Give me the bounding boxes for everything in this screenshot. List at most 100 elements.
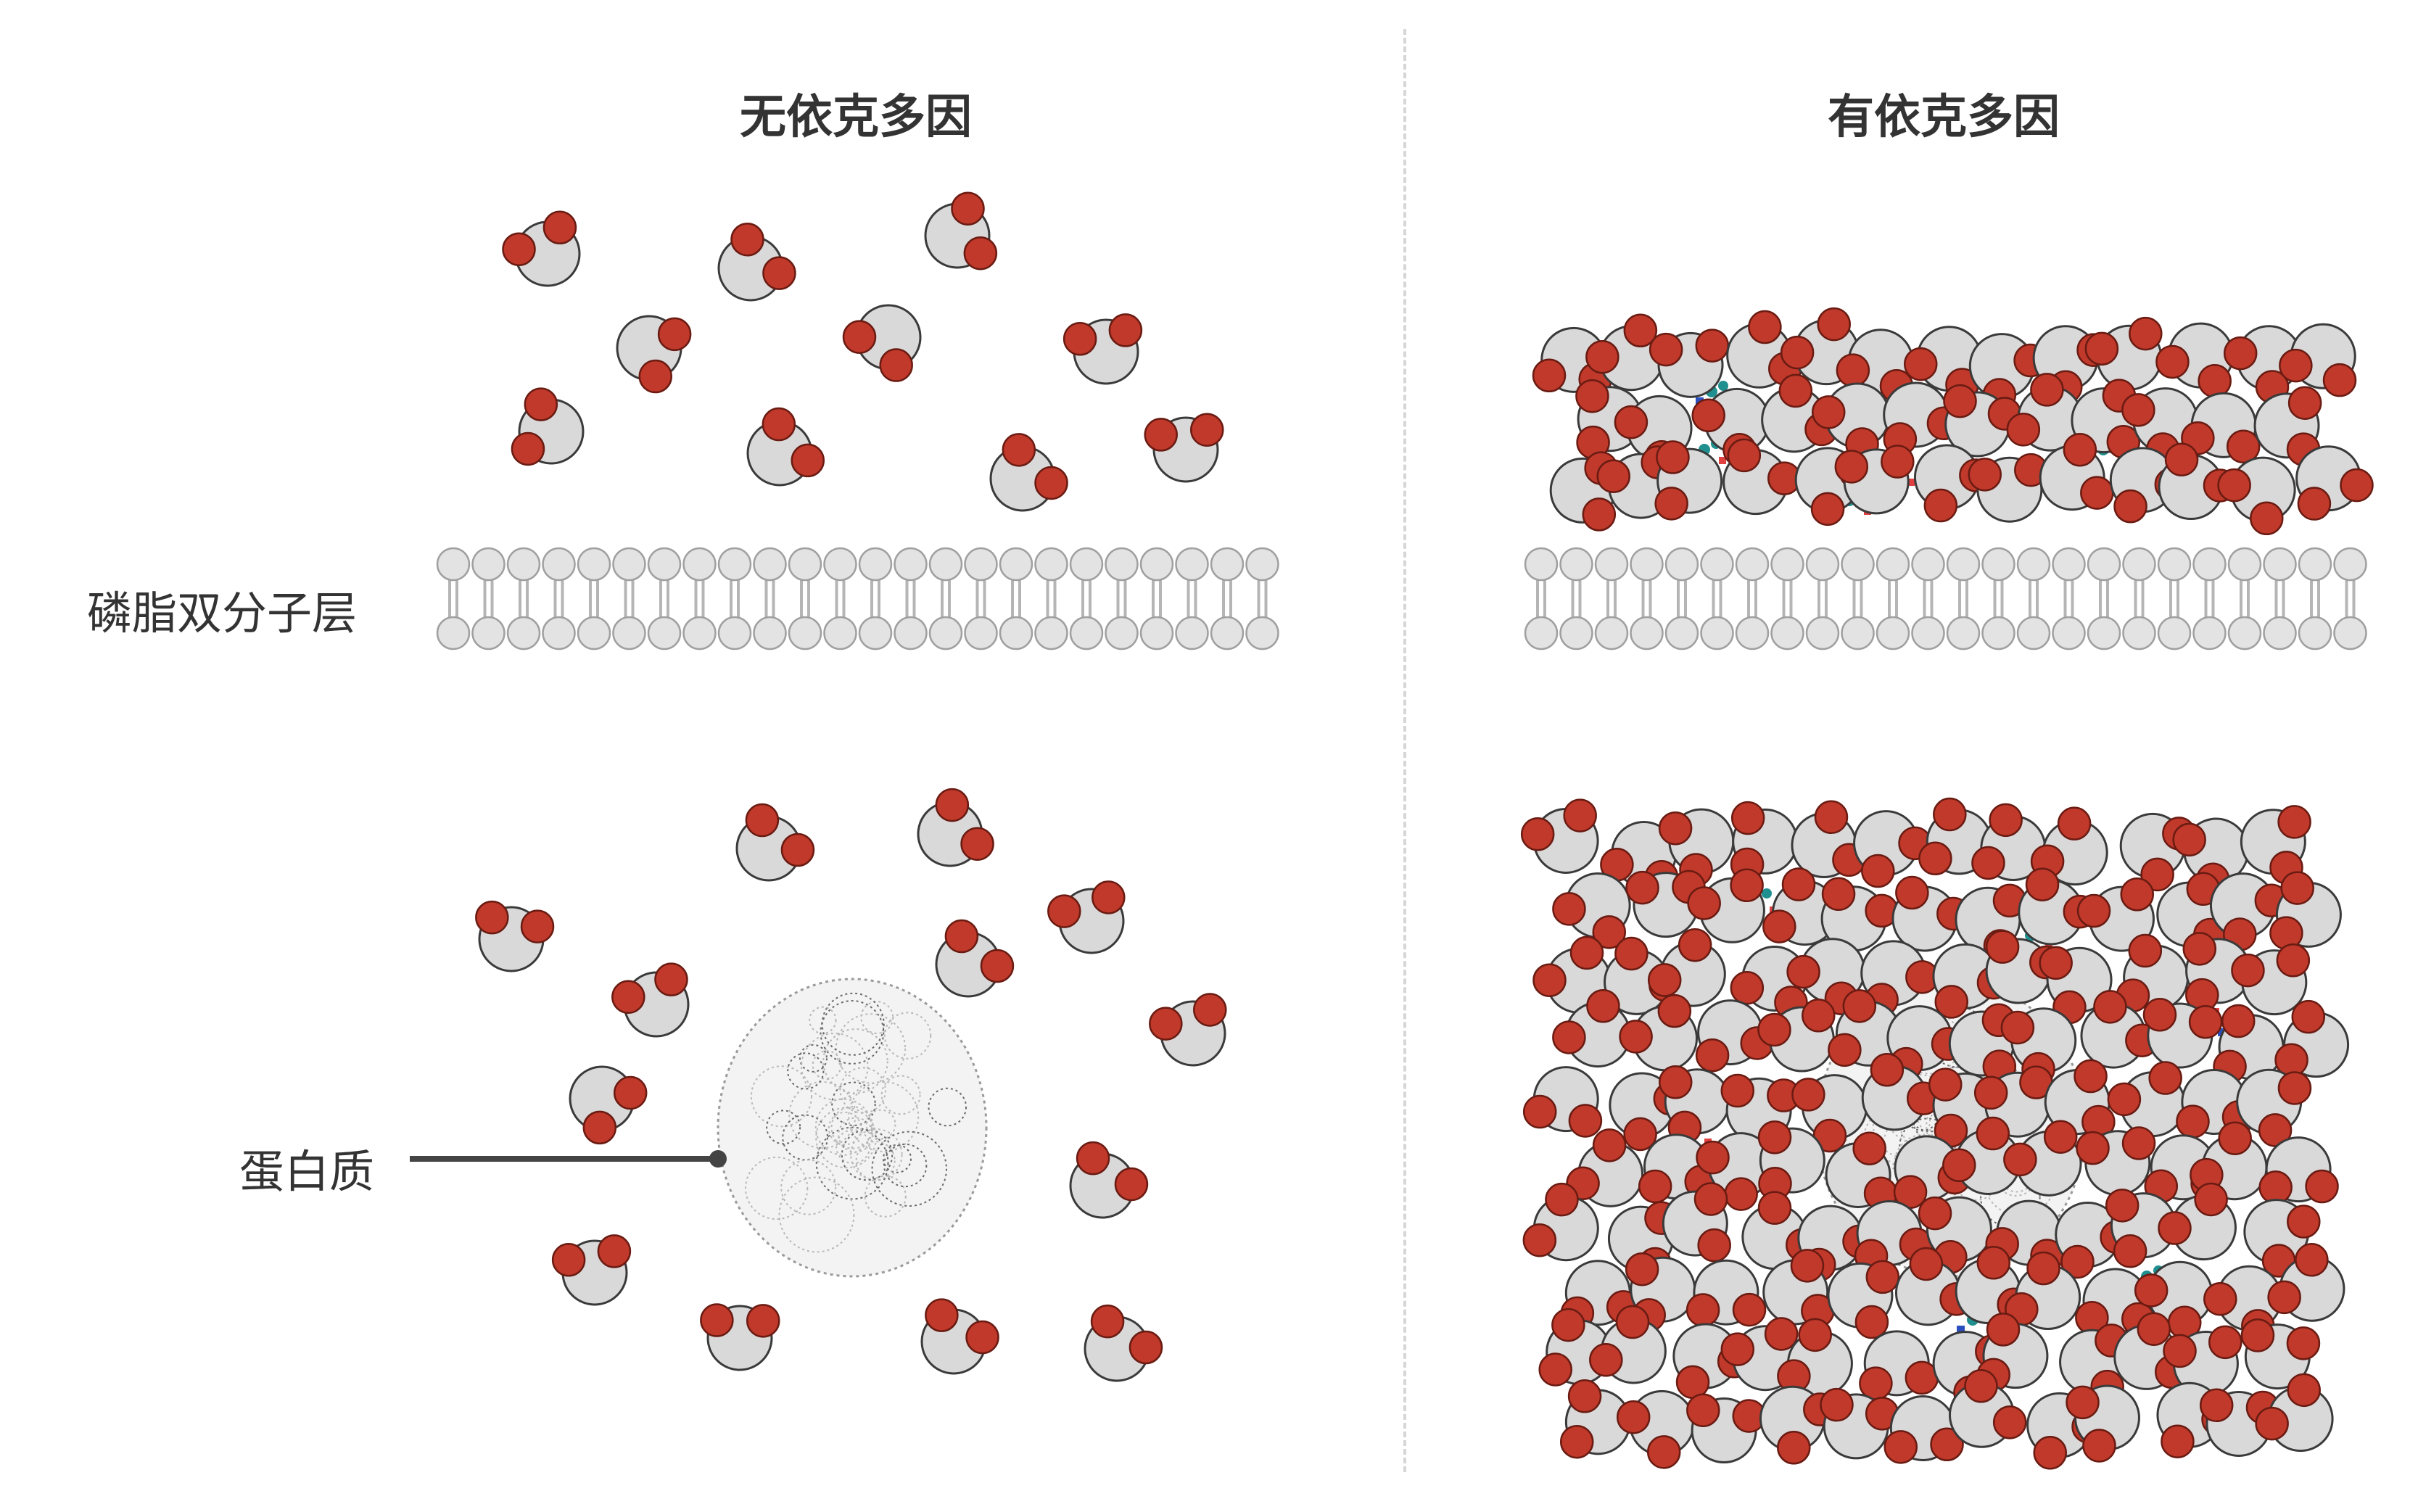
water-molecule-icon <box>2066 1384 2140 1463</box>
water-molecule-icon <box>2005 1251 2081 1331</box>
water-molecule-icon <box>569 1065 648 1145</box>
panel-divider <box>1403 29 1406 1472</box>
water-molecule-icon <box>1616 1389 1695 1469</box>
water-molecule-icon <box>1942 1116 2021 1195</box>
water-molecule-icon <box>1820 1387 1899 1460</box>
water-molecule-icon <box>2269 871 2342 950</box>
water-molecule-icon <box>1883 1395 1964 1464</box>
protein-label: 蛋白质 <box>239 1145 375 1198</box>
water-molecule-icon <box>1762 867 1839 946</box>
pointer-dot <box>709 1150 727 1168</box>
water-molecule-icon <box>1825 1131 1898 1210</box>
water-molecule-icon <box>2223 325 2303 404</box>
membrane-layer <box>436 547 2367 650</box>
water-molecule-icon <box>2107 1061 2186 1138</box>
water-molecule-icon <box>1918 1196 1992 1274</box>
water-molecule-icon <box>1647 928 1726 1007</box>
water-molecule-icon <box>1520 798 1599 874</box>
water-molecule-icon <box>1757 1120 1825 1201</box>
water-molecule-icon <box>1585 313 1664 392</box>
water-molecule-icon <box>1625 1252 1696 1332</box>
water-molecule-icon <box>1522 1066 1603 1138</box>
water-molecule-icon <box>735 803 815 882</box>
water-molecule-icon <box>700 1303 780 1371</box>
water-molecule-icon <box>1820 877 1899 952</box>
water-molecule-icon <box>924 191 998 270</box>
water-molecule-icon <box>2039 432 2114 511</box>
water-molecule-icon <box>2231 943 2311 1016</box>
water-molecule-icon <box>1762 1249 1835 1328</box>
water-molecule-icon <box>1686 1393 1766 1464</box>
water-molecule-icon <box>2044 1059 2116 1139</box>
water-molecule-icon <box>2076 877 2155 952</box>
water-molecule-icon <box>2155 322 2234 398</box>
water-molecule-icon <box>2295 445 2374 521</box>
water-molecule-icon <box>1943 384 2022 458</box>
water-molecule-icon <box>1559 1379 1631 1459</box>
water-molecule-icon <box>1859 1330 1939 1400</box>
bilayer-left <box>436 547 1279 650</box>
water-molecule-icon <box>502 210 581 287</box>
water-molecule-icon <box>1791 1074 1868 1153</box>
water-molecule-icon <box>1696 1132 1774 1211</box>
water-molecule-icon <box>1730 945 1808 1020</box>
water-molecule-icon <box>842 304 922 382</box>
water-molecule-icon <box>2084 316 2163 391</box>
protein-pointer <box>410 1150 727 1168</box>
water-molecule-icon <box>1834 445 1915 515</box>
water-molecule-icon <box>2255 1373 2334 1453</box>
water-molecule-icon <box>1522 1182 1599 1262</box>
water-molecule-icon <box>1853 810 1932 888</box>
right-panel-title: 有依克多因 <box>1828 91 2060 144</box>
water-molecule-icon <box>2158 1182 2237 1261</box>
water-molecule-icon <box>1084 1304 1163 1382</box>
water-molecule-icon <box>2217 456 2296 536</box>
water-molecule-icon <box>1685 1259 1767 1327</box>
water-molecule-icon <box>2134 1260 2213 1339</box>
water-molecule-icon <box>2274 999 2350 1078</box>
water-molecule-icon <box>2190 1121 2268 1201</box>
water-molecule-icon <box>2240 805 2311 885</box>
membrane-label: 磷脂双分子层 <box>87 587 358 640</box>
water-molecule-icon <box>1589 1305 1667 1384</box>
water-molecule-icon <box>2253 386 2322 466</box>
water-molecule-icon <box>1827 1260 1900 1339</box>
water-molecule-icon <box>1968 453 2048 523</box>
water-molecule-icon <box>2076 1126 2156 1197</box>
water-molecule-icon <box>1654 440 1723 521</box>
water-molecule-icon <box>1658 1065 1730 1145</box>
water-molecule-icon <box>2258 1136 2339 1205</box>
water-molecule-icon <box>1971 803 2047 882</box>
water-molecule-icon <box>1047 880 1126 954</box>
water-molecule-icon <box>1730 801 1799 882</box>
water-molecule-icon <box>1149 993 1227 1067</box>
water-molecule-icon <box>1619 993 1699 1072</box>
water-molecule-icon <box>989 433 1068 512</box>
water-molecule-icon <box>2279 323 2357 397</box>
water-molecule-icon <box>1575 379 1643 460</box>
water-molecule-icon <box>1144 413 1224 483</box>
water-molecule-icon <box>1985 1199 2064 1273</box>
water-molecule-icon <box>2240 1318 2321 1390</box>
protein-structure-icon <box>717 978 988 1278</box>
water-molecule-icon <box>1757 999 1836 1073</box>
water-molecule-icon <box>2006 373 2084 452</box>
water-molecule-icon <box>1861 1052 1941 1131</box>
water-molecule-icon <box>2142 998 2223 1069</box>
water-molecule-icon <box>611 962 690 1038</box>
water-molecule-icon <box>746 407 825 487</box>
water-molecule-icon <box>2105 1189 2176 1268</box>
water-molecule-icon <box>2267 1243 2345 1322</box>
water-layer <box>475 191 2374 1470</box>
water-molecule-icon <box>1069 1141 1149 1219</box>
water-molecule-icon <box>511 387 585 466</box>
water-molecule-icon <box>1687 868 1765 943</box>
water-molecule-icon <box>1662 1182 1731 1263</box>
water-molecule-icon <box>920 1298 999 1375</box>
water-molecule-icon <box>2000 1007 2077 1086</box>
water-molecule-icon <box>917 788 994 867</box>
water-molecule-icon <box>475 900 555 972</box>
water-molecule-icon <box>1552 872 1631 949</box>
bilayer-right <box>1524 547 2367 650</box>
